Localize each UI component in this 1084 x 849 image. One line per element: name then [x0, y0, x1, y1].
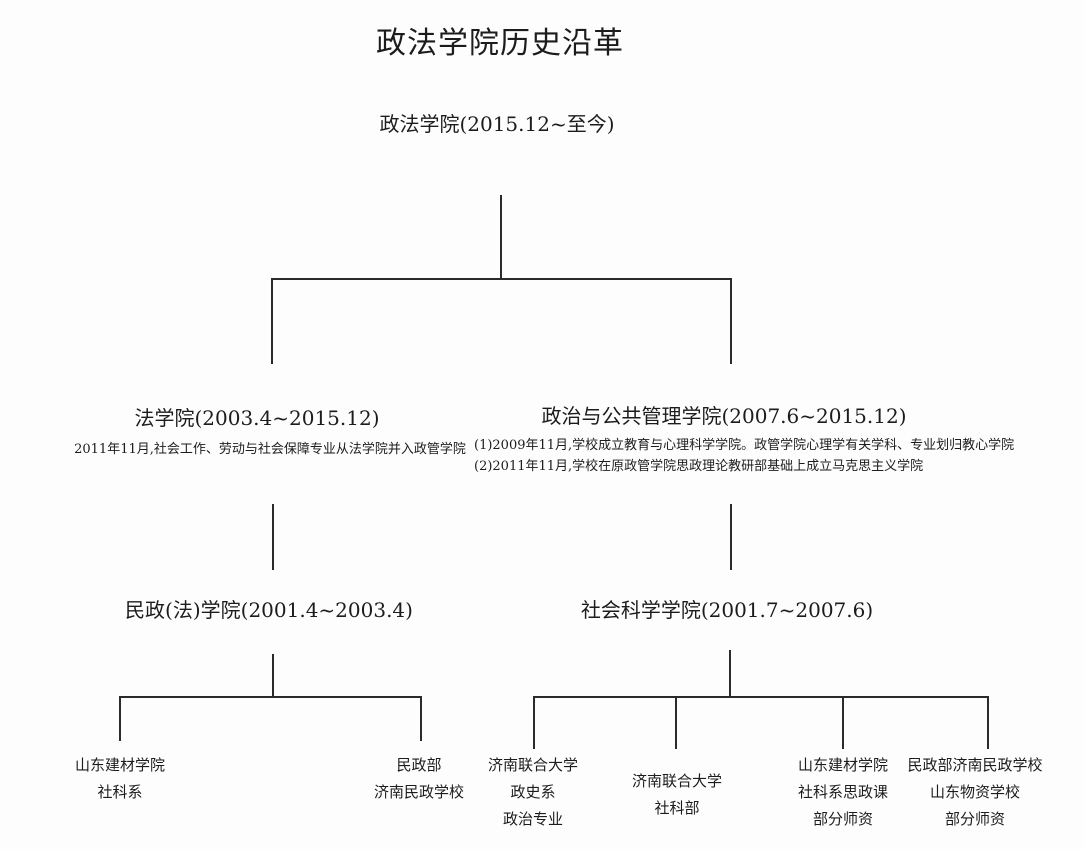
connector-shehui-horizontal [533, 696, 989, 698]
page-title: 政法学院历史沿革 [376, 26, 624, 61]
connector-leaf3-drop [533, 696, 535, 749]
connector-right-drop [730, 278, 732, 364]
leaf-line: 山东建材学院 [797, 756, 889, 774]
connector-minzheng-horizontal [119, 696, 422, 698]
node-politics-school: 政治与公共管理学院(2007.6~2015.12) [541, 404, 907, 428]
leaf-line: 政治专业 [502, 810, 564, 828]
connector-leaf2-drop [420, 696, 422, 741]
leaf-node-jinan-lianhe-zhengshixi: 济南联合大学 政史系 政治专业 [488, 752, 578, 833]
connector-minzheng-stub [272, 654, 274, 697]
leaf-line: 民政部济南民政学校 [907, 756, 1043, 774]
node-social-science-school: 社会科学学院(2001.7~2007.6) [580, 598, 874, 622]
node-politics-school-note-2: (2)2011年11月,学校在原政管学院思政理论教研部基础上成立马克思主义学院 [474, 459, 924, 474]
leaf-line: 社科系思政课 [797, 783, 889, 801]
connector-left-drop [271, 278, 273, 364]
leaf-line: 部分师资 [812, 810, 874, 828]
connector-shehui-stub [729, 650, 731, 697]
node-minzheng-school: 民政(法)学院(2001.4~2003.4) [125, 598, 413, 622]
leaf-line: 社科部 [654, 799, 700, 817]
leaf-line: 山东建材学院 [74, 756, 166, 774]
leaf-line: 山东物资学校 [929, 783, 1021, 801]
leaf-line: 济南联合大学 [487, 756, 579, 774]
leaf-line: 济南联合大学 [631, 772, 723, 790]
leaf-line: 政史系 [510, 783, 556, 801]
connector-leaf5-drop [842, 696, 844, 749]
connector-root-stub [500, 195, 502, 280]
leaf-line: 部分师资 [944, 810, 1006, 828]
node-root: 政法学院(2015.12~至今) [379, 112, 615, 136]
leaf-node-jiancai-sizhengke: 山东建材学院 社科系思政课 部分师资 [798, 752, 888, 833]
node-politics-school-note-1: (1)2009年11月,学校成立教育与心理科学学院。政管学院心理学有关学科、专业… [474, 438, 1015, 453]
leaf-node-minzheng-wuzi: 民政部济南民政学校 山东物资学校 部分师资 [907, 752, 1042, 833]
leaf-node-jinan-lianhe-shekebu: 济南联合大学 社科部 [632, 768, 722, 822]
connector-politics-to-shehui [730, 504, 732, 570]
leaf-node-minzhengbu: 民政部 济南民政学校 [374, 752, 464, 806]
connector-leaf4-drop [675, 696, 677, 749]
leaf-line: 社科系 [97, 783, 143, 801]
leaf-line: 民政部 [396, 756, 442, 774]
node-law-school-note: 2011年11月,社会工作、劳动与社会保障专业从法学院并入政管学院 [74, 442, 466, 457]
leaf-node-shandong-jiancai: 山东建材学院 社科系 [75, 752, 165, 806]
connector-leaf1-drop [119, 696, 121, 741]
leaf-line: 济南民政学校 [373, 783, 465, 801]
connector-law-to-minzheng [272, 504, 274, 570]
connector-top-horizontal [271, 278, 732, 280]
node-law-school: 法学院(2003.4~2015.12) [134, 406, 380, 430]
connector-leaf6-drop [987, 696, 989, 749]
